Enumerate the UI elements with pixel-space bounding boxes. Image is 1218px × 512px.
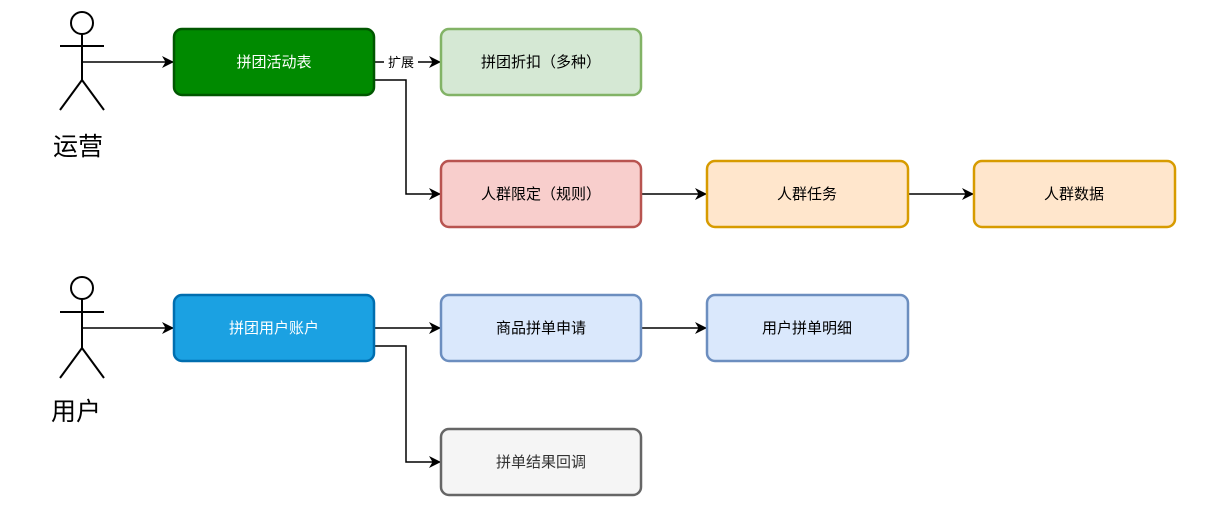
node-group-user-account[interactable]: 拼团用户账户 [172,293,376,363]
node-product-group-apply[interactable]: 商品拼单申请 [439,293,643,363]
node-user-group-detail-box [705,293,910,363]
actor-user-right-leg [81,347,105,379]
node-group-result-callback-label: 拼单结果回调 [496,453,586,471]
node-group-user-account-label: 拼团用户账户 [229,319,319,337]
actor-user-head [70,276,94,300]
node-product-group-apply-box [439,293,643,363]
node-user-group-detail[interactable]: 用户拼单明细 [705,293,910,363]
node-crowd-task-box [705,159,910,229]
node-group-user-account-box [172,293,376,363]
node-group-activity-table-box [172,27,376,97]
actor-operations-left-leg [59,79,83,111]
actor-operations-label: 运营 [53,132,103,161]
actor-operations-head [70,11,94,35]
edge-label-bg [384,52,418,71]
node-group-activity-table[interactable]: 拼团活动表 [172,27,376,97]
node-crowd-limit-label: 人群限定（规则） [481,185,601,203]
node-user-group-detail-label: 用户拼单明细 [762,319,852,337]
actor-operations: 运营 [53,11,105,161]
actor-operations-right-leg [81,79,105,111]
edge-account-to-callback [374,345,441,468]
node-group-discount-box [439,27,643,97]
node-group-discount[interactable]: 拼团折扣（多种） [439,27,643,97]
actor-user-left-leg [59,347,83,379]
node-group-result-callback[interactable]: 拼单结果回调 [439,427,643,497]
edges: 扩展 [82,52,974,468]
node-group-result-callback-box [439,427,643,497]
edge-activity-table-to-crowd-limit [374,79,441,200]
actor-user: 用户 [51,276,105,426]
node-product-group-apply-label: 商品拼单申请 [496,319,586,337]
node-group-discount-label: 拼团折扣（多种） [481,53,601,71]
node-crowd-data[interactable]: 人群数据 [972,159,1177,229]
node-crowd-limit-box [439,159,643,229]
edge-label-extend: 扩展 [388,56,414,71]
node-crowd-limit[interactable]: 人群限定（规则） [439,159,643,229]
node-crowd-task-label: 人群任务 [777,185,837,203]
node-group-activity-table-label: 拼团活动表 [236,53,311,71]
node-crowd-data-label: 人群数据 [1044,185,1104,203]
node-crowd-task[interactable]: 人群任务 [705,159,910,229]
node-crowd-data-box [972,159,1177,229]
actor-user-label: 用户 [51,397,101,426]
